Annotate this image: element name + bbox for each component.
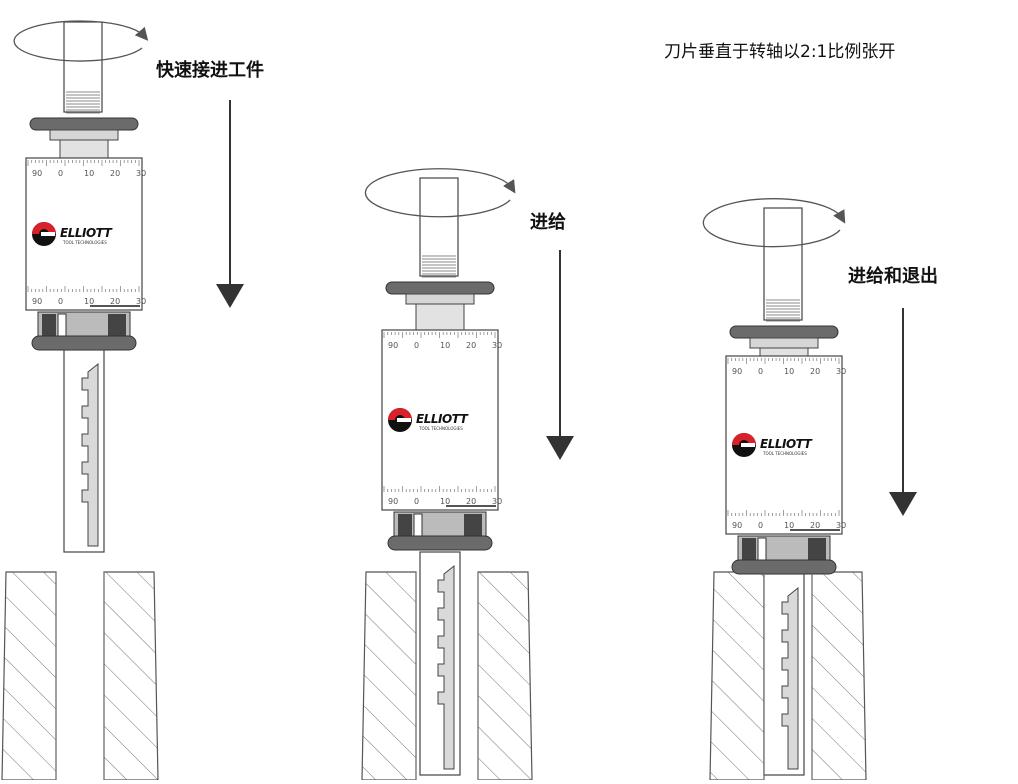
dial-tick-label: 10 (84, 169, 94, 178)
dial-tick-label: 30 (836, 521, 846, 530)
tube-wall-section (811, 571, 867, 781)
collar-spacer (759, 347, 809, 357)
tool-shaft (763, 207, 803, 321)
stage-3-label: 进给和退出 (848, 266, 938, 287)
dial-scale: 90 0 10 20 30 (27, 160, 146, 178)
tube-wall-section (103, 571, 159, 781)
dial-tick-label: 20 (810, 367, 820, 376)
logo-wordmark: ELLIOTT (416, 412, 469, 426)
dial-tick-label: 30 (492, 497, 502, 506)
thread-section (766, 299, 800, 322)
rotation-arrow-icon-1 (13, 20, 149, 62)
dial-tick-label: 0 (414, 341, 419, 350)
dial-tick-label: 0 (758, 521, 763, 530)
tube-wall-section (361, 571, 417, 781)
tool-shaft (63, 21, 103, 113)
dial-tick-label: 30 (136, 169, 146, 178)
dial-tick-label: 20 (810, 521, 820, 530)
thread-section (422, 255, 456, 278)
tube-wall-1 (1, 571, 159, 781)
expander-rolls (781, 586, 799, 770)
tool-shaft (419, 177, 459, 277)
feed-arrow-icon-3 (889, 308, 917, 516)
dial-tick-label: 10 (784, 367, 794, 376)
logo-subtitle: TOOL TECHNOLOGIES (418, 426, 463, 431)
expander-rolls (81, 362, 99, 547)
expander-rolls (437, 564, 455, 770)
dial-tick-label: 10 (84, 297, 94, 306)
logo-wordmark: ELLIOTT (760, 437, 813, 451)
feed-arrow-icon-2 (546, 250, 574, 460)
dial-tick-label: 10 (784, 521, 794, 530)
tube-wall-section (477, 571, 533, 781)
dial-tick-label: 20 (110, 297, 120, 306)
lower-knurled-collar (31, 335, 137, 351)
dial-tick-label: 0 (414, 497, 419, 506)
logo-swoosh (32, 222, 56, 234)
dial-tick-label: 90 (32, 169, 42, 178)
logo-swoosh (388, 408, 412, 420)
logo-swoosh (732, 433, 756, 445)
collar-neck (49, 129, 119, 141)
dial-tick-label: 20 (466, 497, 476, 506)
dial-scale: 90 0 10 20 30 (727, 358, 846, 376)
upper-knurled-collar (385, 281, 495, 295)
dial-tick-label: 10 (440, 497, 450, 506)
tube-wall-section (1, 571, 57, 781)
collar-spacer (59, 139, 109, 159)
lower-knurled-collar (731, 559, 837, 575)
dial-scale: 90 0 10 20 30 (383, 332, 502, 350)
upper-knurled-collar (729, 325, 839, 339)
dial-tick-label: 90 (32, 297, 42, 306)
dial-tick-label: 10 (440, 341, 450, 350)
blade-ratio-caption: 刀片垂直于转轴以2:1比例张开 (664, 42, 896, 62)
collar-neck (405, 293, 475, 305)
dial-tick-label: 0 (758, 367, 763, 376)
stage-2-label: 进给 (530, 212, 566, 233)
dial-tick-label: 30 (136, 297, 146, 306)
dial-tick-label: 30 (492, 341, 502, 350)
logo-subtitle: TOOL TECHNOLOGIES (762, 451, 807, 456)
dial-tick-label: 90 (732, 521, 742, 530)
dial-scale: 90 0 10 20 30 (727, 510, 846, 530)
logo-subtitle: TOOL TECHNOLOGIES (62, 240, 107, 245)
dial-tick-label: 30 (836, 367, 846, 376)
dial-scale: 90 0 10 20 30 (383, 486, 502, 506)
lower-knurled-collar (387, 535, 493, 551)
thread-section (66, 91, 100, 114)
dial-tick-label: 90 (388, 341, 398, 350)
dial-tick-label: 20 (110, 169, 120, 178)
rotation-arrow-icon-2 (364, 168, 516, 218)
dial-tick-label: 0 (58, 169, 63, 178)
dial-tick-label: 20 (466, 341, 476, 350)
dial-tick-label: 0 (58, 297, 63, 306)
dial-scale: 90 0 10 20 30 (27, 286, 146, 306)
feed-arrow-icon-1 (216, 100, 244, 308)
collar-spacer (415, 303, 465, 331)
logo-wordmark: ELLIOTT (60, 226, 113, 240)
rotation-arrow-icon-3 (702, 198, 846, 248)
tube-wall-section (709, 571, 765, 781)
collar-neck (749, 337, 819, 349)
stage-1-label: 快速接进工件 (156, 60, 264, 81)
upper-knurled-collar (29, 117, 139, 131)
dial-tick-label: 90 (732, 367, 742, 376)
dial-tick-label: 90 (388, 497, 398, 506)
